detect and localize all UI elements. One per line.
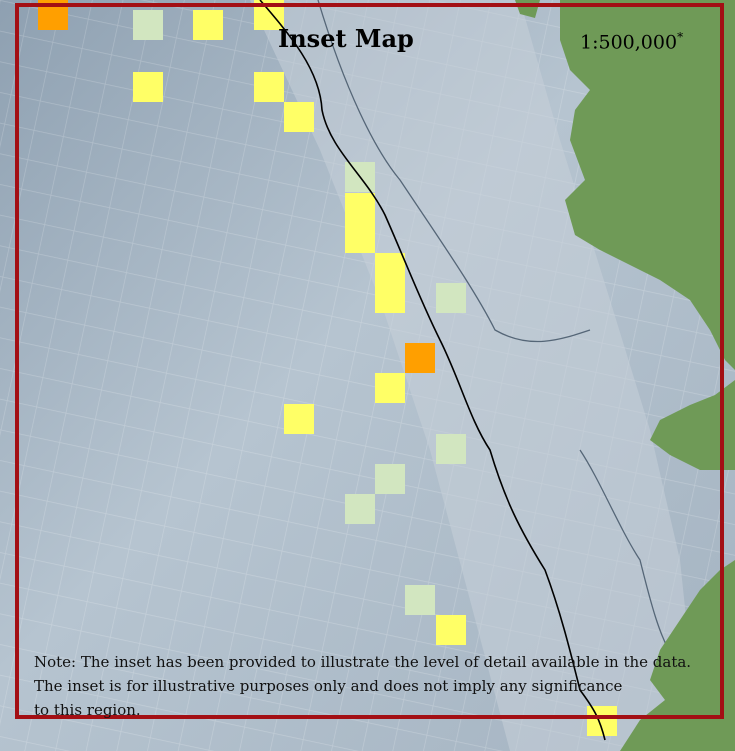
inset-frame <box>15 3 724 719</box>
detection-cell-low <box>133 10 163 40</box>
detection-cell-medium <box>193 10 223 40</box>
detection-cell-medium <box>436 615 466 645</box>
landmass-south <box>620 560 735 751</box>
detection-cell-medium <box>254 72 284 102</box>
detection-cell-medium <box>375 373 405 403</box>
scale-label: 1:500,000* <box>580 30 684 54</box>
detection-cell-medium <box>133 72 163 102</box>
detection-cell-low <box>436 283 466 313</box>
vessel-track <box>259 0 606 741</box>
detection-cell-medium <box>375 283 405 313</box>
detection-cell-medium <box>284 404 314 434</box>
detection-cell-high <box>405 343 435 373</box>
detection-cell-medium <box>375 253 405 283</box>
note-line-2: The inset is for illustrative purposes o… <box>34 677 623 695</box>
depth-contour-upper <box>317 0 591 343</box>
landmass-middle <box>650 380 735 470</box>
detection-cell-low <box>436 434 466 464</box>
land-masses <box>515 0 735 751</box>
detection-cell-medium <box>345 193 375 223</box>
detection-cell-low <box>405 585 435 615</box>
detection-cell-low <box>375 464 405 494</box>
detection-cell-medium <box>284 102 314 132</box>
detection-cell-medium <box>345 223 375 253</box>
note-line-1: Note: The inset has been provided to ill… <box>34 653 692 671</box>
map-title: Inset Map <box>278 24 414 53</box>
scale-footnote-mark: * <box>677 30 684 44</box>
detection-cell-low <box>345 494 375 524</box>
note-line-3: to this region. <box>34 701 141 719</box>
landmass-north <box>560 0 735 370</box>
inset-note: Note: The inset has been provided to ill… <box>34 650 734 722</box>
